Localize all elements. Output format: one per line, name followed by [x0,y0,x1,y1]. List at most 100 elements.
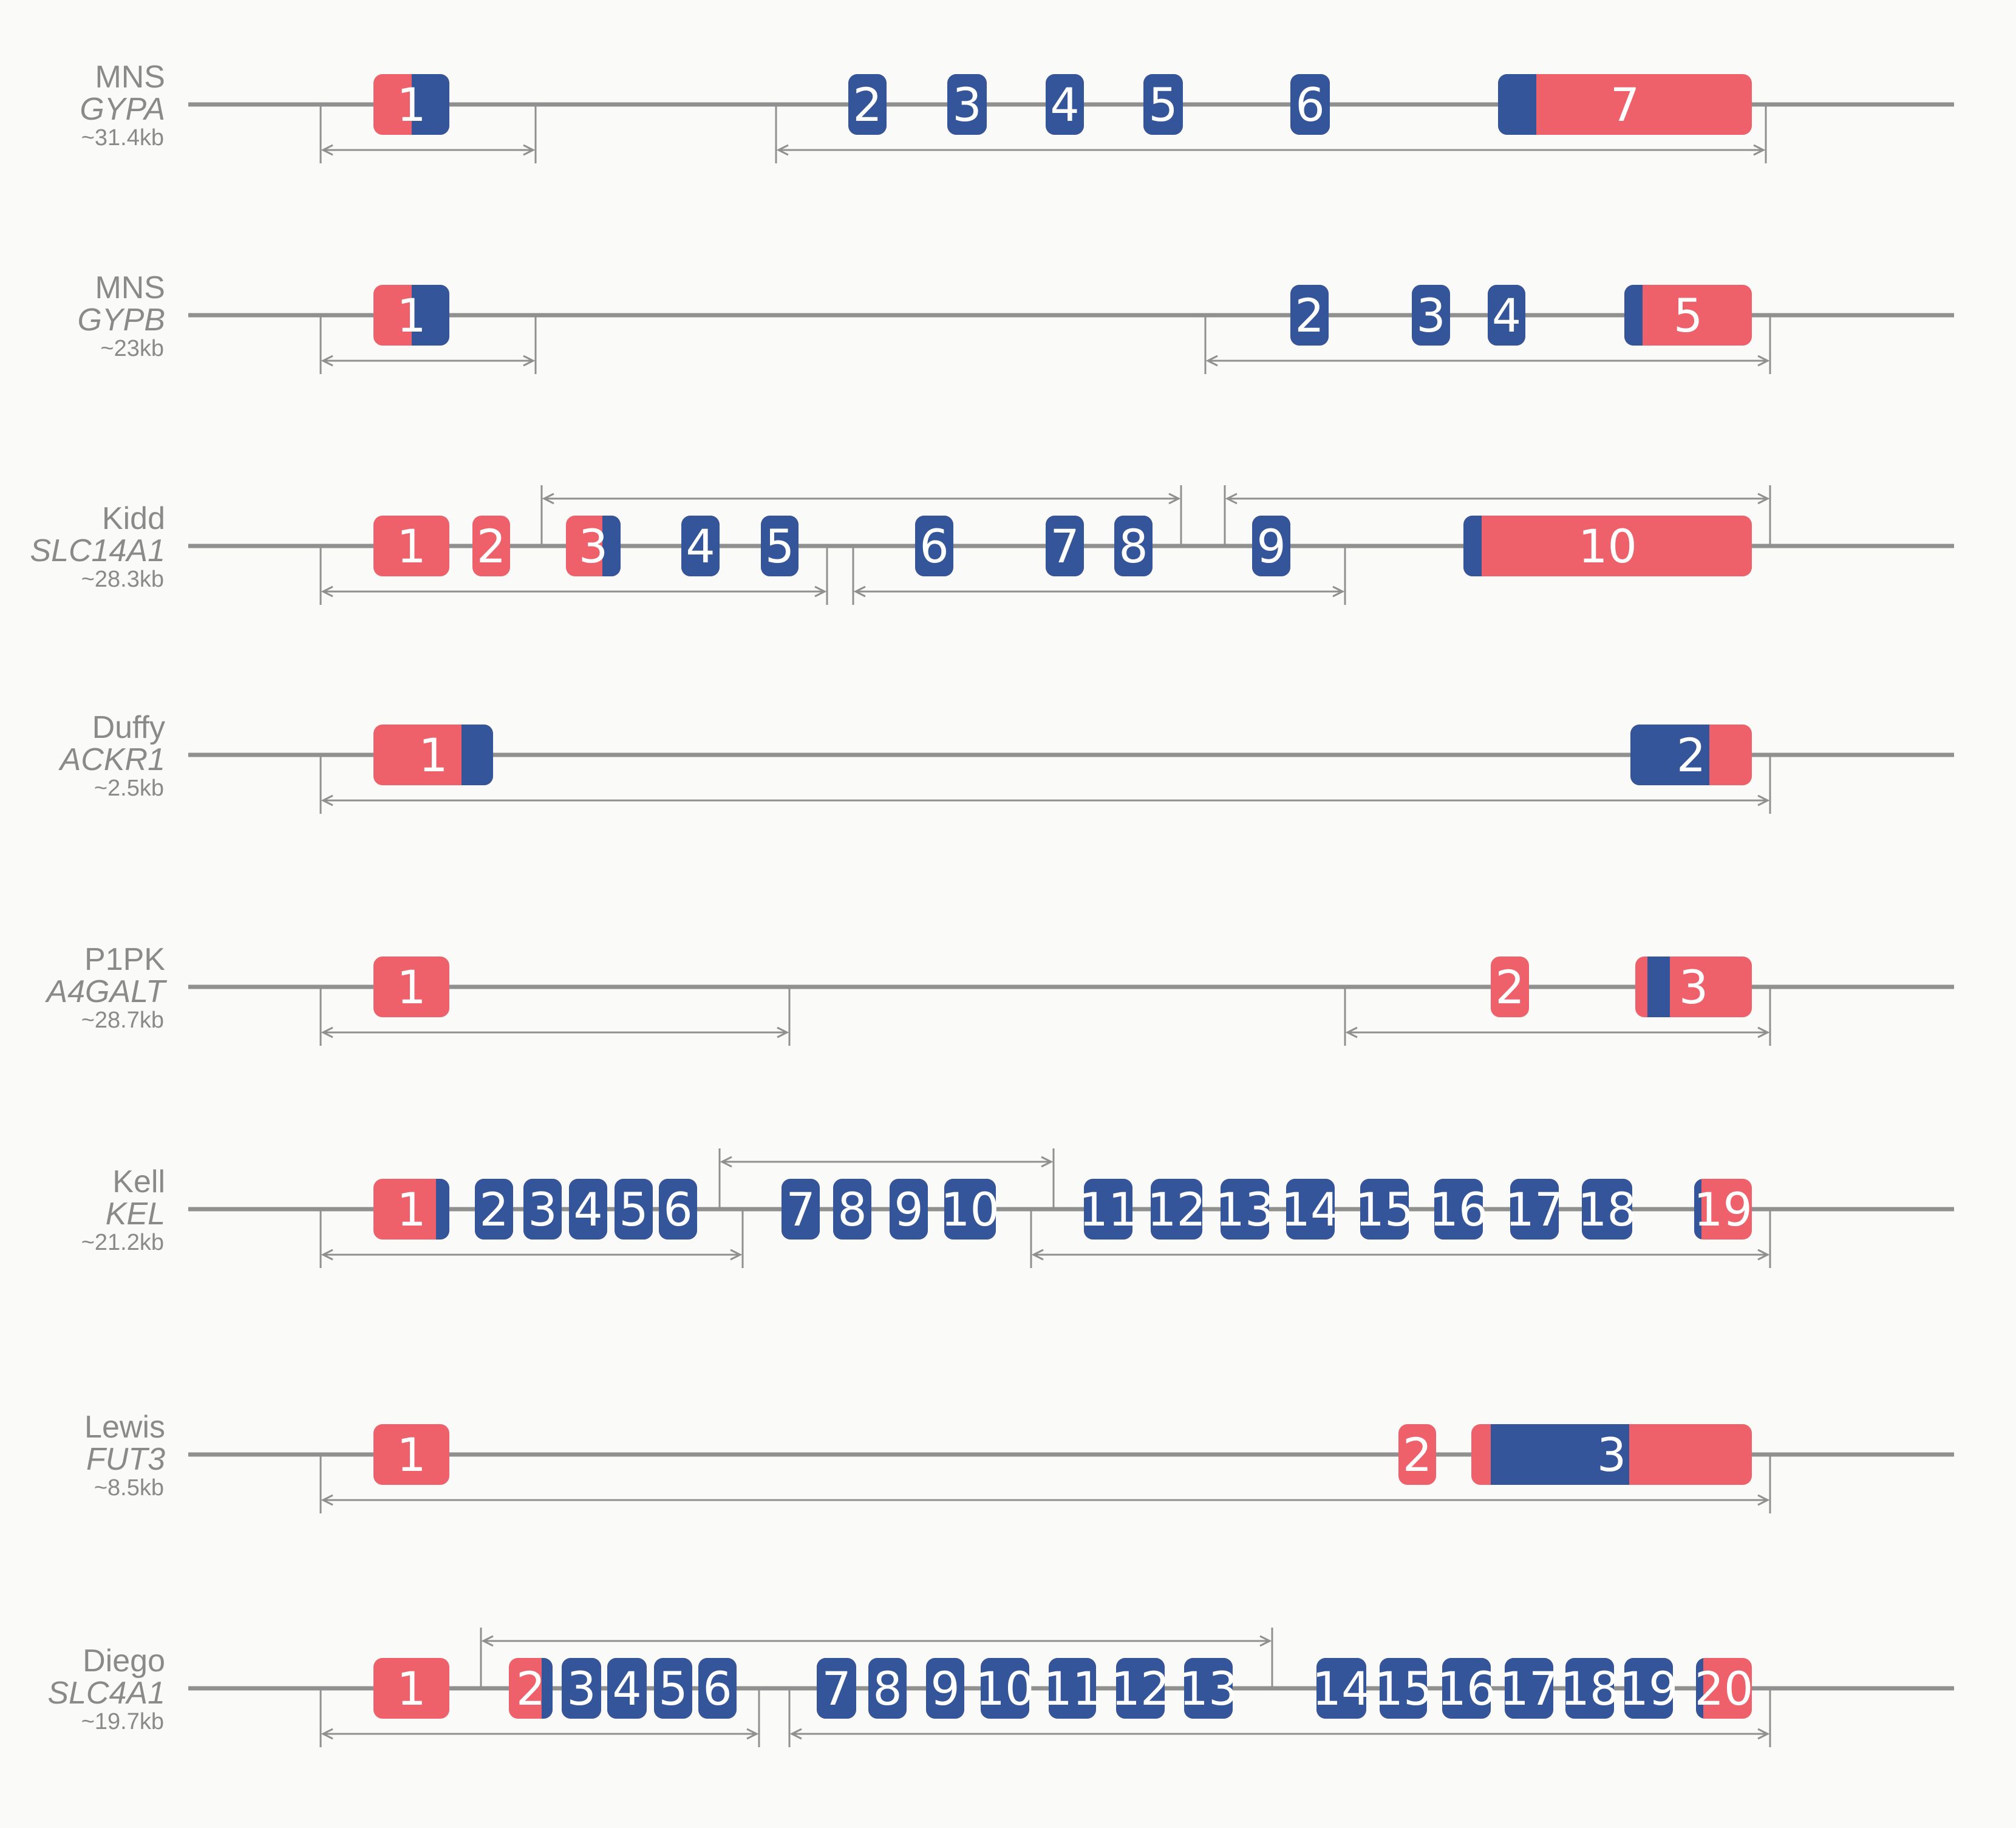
coding-region [654,1658,692,1719]
exon-number-label: 1 [397,288,426,343]
exon-10: 10 [941,1179,999,1240]
exon-8: 8 [868,1658,907,1719]
utr-region [1696,1658,1752,1719]
coding-region [1647,957,1670,1017]
exon-number-label: 1 [397,1662,426,1716]
exon-number-label: 8 [873,1662,902,1716]
coding-region [1360,1179,1409,1240]
exon-number-label: 1 [397,960,426,1014]
coding-region [926,1658,964,1719]
exon-number-label: 2 [479,1182,508,1236]
exon-number-label: 10 [976,1662,1035,1716]
coding-region [1624,1658,1673,1719]
blood-group-system-label: Kidd [102,501,165,536]
exon-number-label: 10 [941,1182,999,1236]
exon-number-label: 7 [1610,78,1640,132]
exon-number-label: 19 [1694,1182,1752,1236]
span-bracket-below [319,1456,1771,1513]
coding-region [915,516,953,576]
coding-region [412,285,449,346]
exon-number-label: 9 [894,1182,923,1236]
exon-2: 2 [1491,957,1529,1017]
exon-20: 20 [1695,1658,1753,1719]
exon-3: 3 [1471,1424,1752,1485]
exon-4: 4 [1046,74,1084,135]
utr-region [1694,1179,1752,1240]
coding-region [1151,1179,1202,1240]
exon-number-label: 9 [1256,519,1286,573]
exon-number-label: 3 [952,78,981,132]
exon-3: 3 [562,1658,601,1719]
gene-name-label: GYPA [80,92,165,127]
exon-number-label: 15 [1374,1662,1433,1716]
coding-region [602,516,621,576]
coding-region [698,1658,737,1719]
gene-name-label: A4GALT [44,974,167,1009]
exon-number-label: 12 [1147,1182,1206,1236]
exon-number-label: 5 [1674,288,1703,343]
exon-number-label: 5 [619,1182,648,1236]
blood-group-system-label: MNS [95,270,165,305]
exon-6: 6 [659,1179,697,1240]
span-bracket-below [319,989,791,1046]
exon-number-label: 2 [853,78,882,132]
span-bracket-below [319,1211,744,1268]
utr-region [472,516,510,576]
span-bracket-above [540,485,1182,544]
exon-18: 18 [1578,1179,1636,1240]
coding-region [1143,74,1183,135]
coding-region [1286,1179,1335,1240]
exon-1: 1 [373,285,449,346]
exon-16: 16 [1437,1658,1496,1719]
span-bracket-above [480,1628,1273,1686]
coding-region [562,1658,601,1719]
exon-15: 15 [1355,1179,1414,1240]
span-bracket-above [1224,485,1771,544]
coding-region [523,1179,562,1240]
exon-number-label: 5 [658,1662,687,1716]
exon-13: 13 [1216,1179,1274,1240]
utr-region [1491,957,1529,1017]
coding-region [848,74,887,135]
exon-11: 11 [1043,1658,1102,1719]
exon-number-label: 4 [612,1662,641,1716]
exon-number-label: 1 [397,1428,426,1482]
coding-region [1565,1658,1614,1719]
exon-number-label: 15 [1355,1182,1414,1236]
utr-region [1398,1424,1436,1485]
exon-11: 11 [1079,1179,1137,1240]
span-bracket-below [1030,1211,1771,1268]
coding-region [1505,1658,1553,1719]
coding-region [1116,1658,1165,1719]
exon-2: 2 [848,74,887,135]
exon-10: 10 [1463,516,1752,576]
utr-region [373,957,449,1017]
coding-region [542,1658,553,1719]
exon-number-label: 18 [1578,1182,1636,1236]
exon-3: 3 [566,516,621,576]
exon-15: 15 [1374,1658,1433,1719]
span-bracket-below [319,1690,760,1747]
exon-number-label: 11 [1043,1662,1102,1716]
coding-region [782,1179,820,1240]
exon-17: 17 [1505,1179,1564,1240]
coding-region [659,1179,697,1240]
exon-5: 5 [1624,285,1752,346]
exon-number-label: 2 [1495,960,1524,1014]
exon-number-label: 4 [1492,288,1521,343]
exon-number-label: 3 [1416,288,1445,343]
exon-number-label: 18 [1561,1662,1619,1716]
coding-region [569,1179,607,1240]
exon-13: 13 [1179,1658,1238,1719]
utr-region [1498,74,1752,135]
coding-region [1221,1179,1269,1240]
exon-18: 18 [1561,1658,1619,1719]
blood-group-system-label: Kell [112,1164,165,1199]
coding-region [1442,1658,1491,1719]
coding-region [436,1179,449,1240]
exon-number-label: 3 [1679,960,1708,1014]
